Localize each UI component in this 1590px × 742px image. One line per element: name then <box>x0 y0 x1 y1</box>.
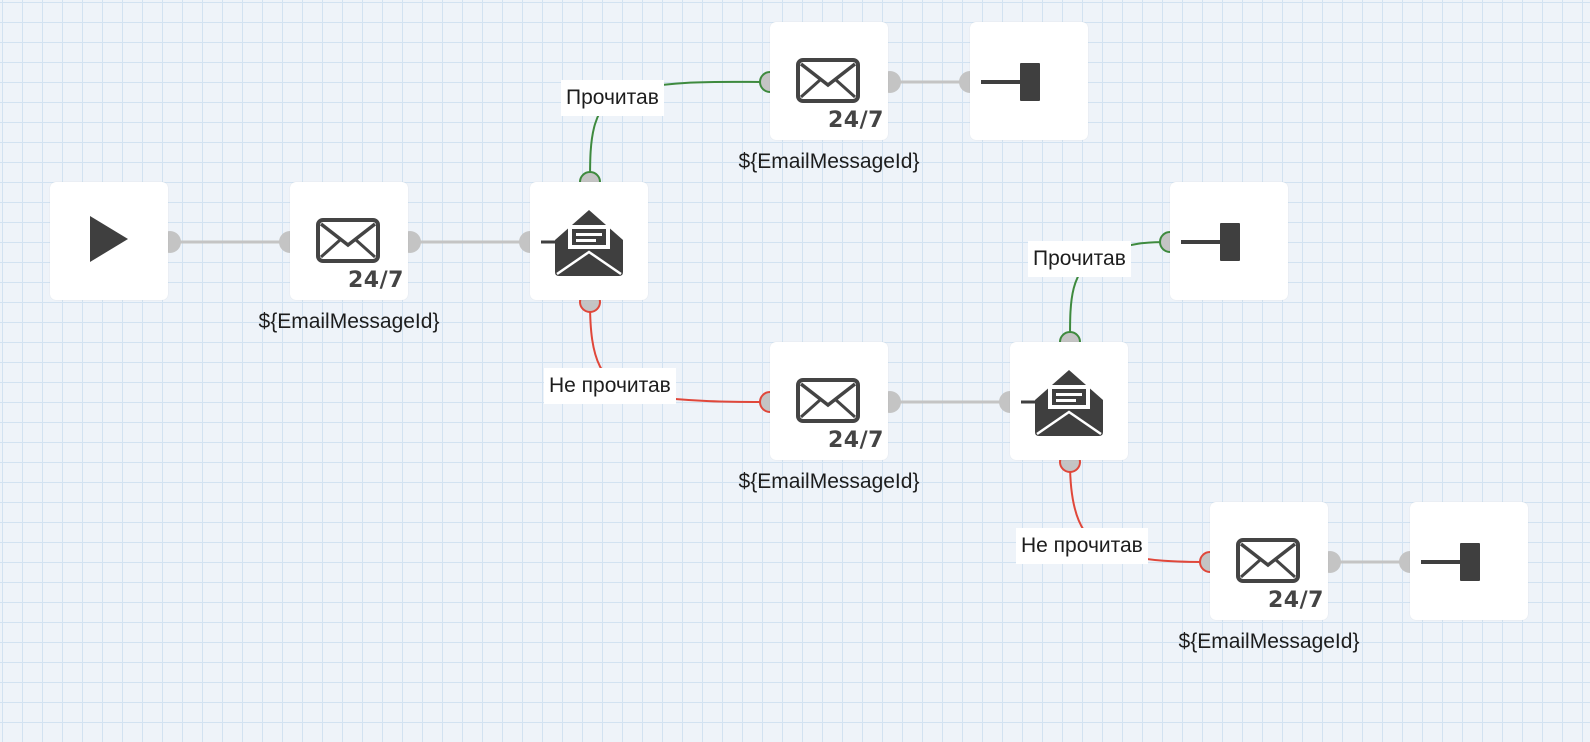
end-node-3[interactable] <box>1410 502 1528 620</box>
edge-label-read-1[interactable]: Прочитав <box>561 80 664 116</box>
envelope-icon <box>1236 538 1300 583</box>
end-icon <box>1181 223 1240 261</box>
edge-label-unread-1[interactable]: Не прочитав <box>544 368 676 404</box>
send-email-node-1[interactable]: 24/7 <box>290 182 408 300</box>
envelope-icon <box>316 218 380 263</box>
open-envelope-icon <box>541 210 623 276</box>
email-read-check-node-2[interactable] <box>1010 342 1128 460</box>
send-email-node-4[interactable]: 24/7 <box>1210 502 1328 620</box>
play-icon <box>90 216 128 262</box>
envelope-icon <box>796 378 860 423</box>
email-template-caption-2: ${EmailMessageId} <box>738 150 920 173</box>
schedule-badge: 24/7 <box>828 428 884 453</box>
open-envelope-icon <box>1021 370 1103 436</box>
end-node-2[interactable] <box>1170 182 1288 300</box>
start-node[interactable] <box>50 182 168 300</box>
send-email-node-3[interactable]: 24/7 <box>770 342 888 460</box>
envelope-icon <box>796 58 860 103</box>
schedule-badge: 24/7 <box>828 108 884 133</box>
email-read-check-node-1[interactable] <box>530 182 648 300</box>
edge-label-read-2[interactable]: Прочитав <box>1028 241 1131 277</box>
end-icon <box>1421 543 1480 581</box>
schedule-badge: 24/7 <box>1268 588 1324 613</box>
email-template-caption-4: ${EmailMessageId} <box>1178 630 1360 653</box>
email-template-caption-1: ${EmailMessageId} <box>258 310 440 333</box>
edge-label-unread-2[interactable]: Не прочитав <box>1016 528 1148 564</box>
send-email-node-2[interactable]: 24/7 <box>770 22 888 140</box>
end-icon <box>981 63 1040 101</box>
email-template-caption-3: ${EmailMessageId} <box>738 470 920 493</box>
schedule-badge: 24/7 <box>348 268 404 293</box>
end-node-1[interactable] <box>970 22 1088 140</box>
